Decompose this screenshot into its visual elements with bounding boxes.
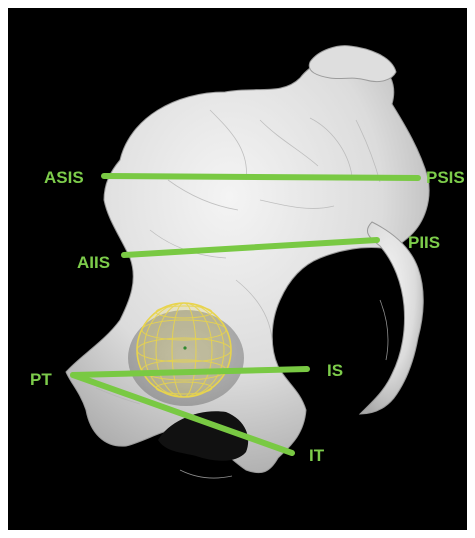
label-asis: ASIS	[44, 168, 84, 187]
acetabular-sphere	[137, 303, 231, 397]
label-piis: PIIS	[408, 233, 440, 252]
pelvis-rendering: ASIS PSIS AIIS PIIS PT IS IT	[8, 8, 467, 530]
sacral-stump	[309, 46, 396, 82]
label-is: IS	[327, 361, 343, 380]
asis-psis-line	[104, 176, 418, 178]
label-pt: PT	[30, 370, 52, 389]
label-aiis: AIIS	[77, 253, 110, 272]
label-it: IT	[309, 446, 325, 465]
image-viewport: ASIS PSIS AIIS PIIS PT IS IT	[8, 8, 467, 530]
label-psis: PSIS	[426, 168, 465, 187]
